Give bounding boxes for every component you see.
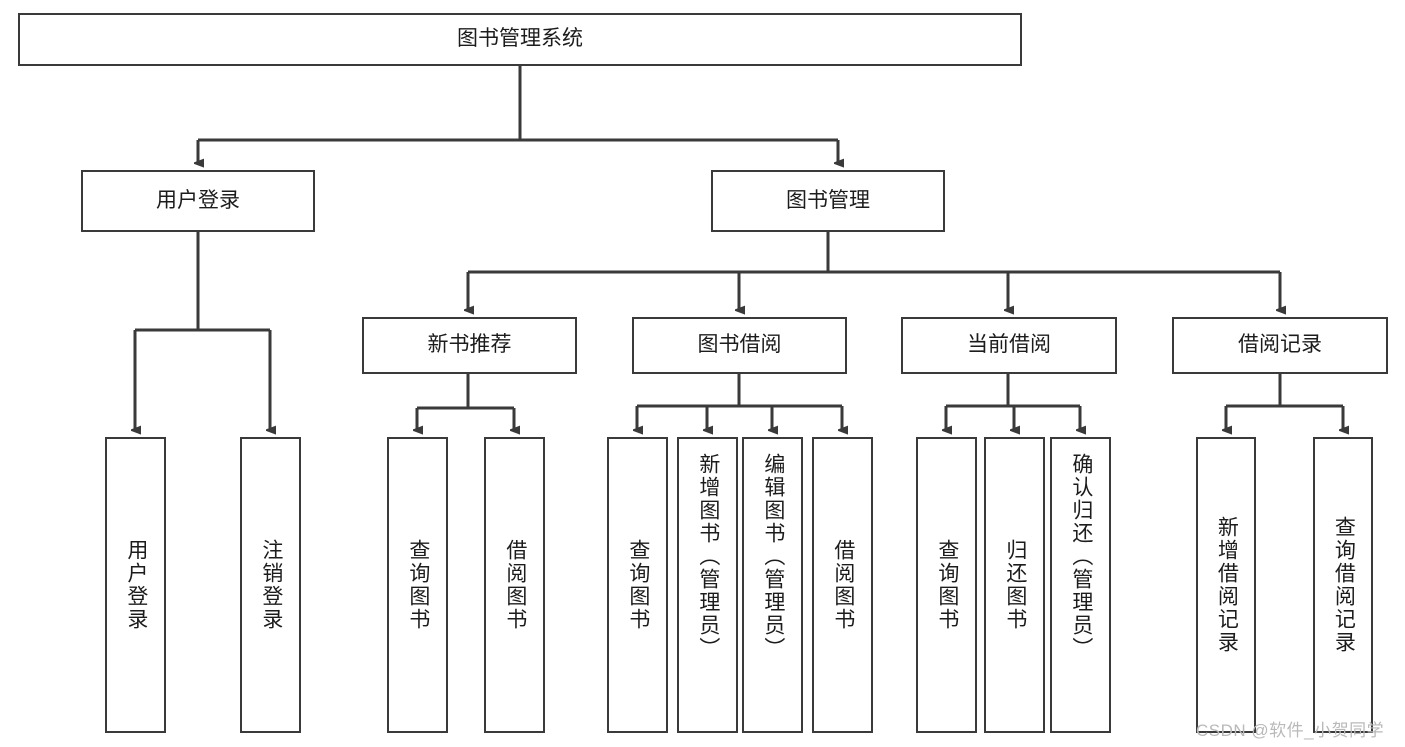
node-label: 当前借阅 (967, 333, 1051, 357)
node-level2-borrow-record[interactable]: 借阅记录 (1172, 317, 1388, 374)
node-label: 用户登录 (156, 188, 240, 212)
node-leaf-borrow-book-newbook[interactable]: 借阅图书 (484, 437, 545, 733)
node-label: 用户登录 (124, 539, 148, 631)
node-leaf-query-borrow-record[interactable]: 查询借阅记录 (1313, 437, 1373, 733)
node-level1-user-login[interactable]: 用户登录 (81, 170, 315, 232)
node-label: 借阅图书 (831, 539, 855, 631)
node-root-label: 图书管理系统 (457, 27, 583, 51)
node-leaf-query-book-newbook[interactable]: 查询图书 (387, 437, 448, 733)
node-label: 借阅图书 (503, 539, 527, 631)
node-leaf-logout[interactable]: 注销登录 (240, 437, 301, 733)
node-label: 归还图书 (1003, 539, 1027, 631)
node-leaf-return-book[interactable]: 归还图书 (984, 437, 1045, 733)
node-leaf-confirm-return-admin[interactable]: 确认归还（管理员） (1050, 437, 1111, 733)
node-label: 图书借阅 (697, 333, 782, 357)
node-leaf-user-login[interactable]: 用户登录 (105, 437, 166, 733)
node-level2-current-borrow[interactable]: 当前借阅 (901, 317, 1117, 374)
node-label: 新增借阅记录 (1215, 516, 1239, 654)
node-label: 查询借阅记录 (1332, 516, 1356, 654)
node-label: 确认归还（管理员） (1069, 453, 1093, 660)
node-label: 新增图书（管理员） (696, 453, 720, 660)
node-level1-book-management[interactable]: 图书管理 (711, 170, 945, 232)
node-label: 查询图书 (406, 539, 430, 631)
node-leaf-borrow-book[interactable]: 借阅图书 (812, 437, 873, 733)
node-label: 图书管理 (786, 188, 870, 212)
node-leaf-add-book-admin[interactable]: 新增图书（管理员） (677, 437, 738, 733)
node-label: 编辑图书（管理员） (761, 453, 785, 660)
node-label: 注销登录 (259, 539, 283, 631)
node-label: 借阅记录 (1238, 333, 1322, 357)
node-leaf-edit-book-admin[interactable]: 编辑图书（管理员） (742, 437, 803, 733)
node-leaf-query-book-current[interactable]: 查询图书 (916, 437, 977, 733)
node-label: 查询图书 (626, 539, 650, 631)
node-root[interactable]: 图书管理系统 (18, 13, 1022, 66)
node-leaf-add-borrow-record[interactable]: 新增借阅记录 (1196, 437, 1256, 733)
csdn-watermark: CSDN @软件_小贺同学 (1196, 721, 1385, 740)
node-leaf-query-book-borrow[interactable]: 查询图书 (607, 437, 668, 733)
node-level2-new-book-recommend[interactable]: 新书推荐 (362, 317, 577, 374)
node-level2-book-borrow[interactable]: 图书借阅 (632, 317, 847, 374)
node-label: 查询图书 (935, 539, 959, 631)
node-label: 新书推荐 (427, 333, 512, 357)
